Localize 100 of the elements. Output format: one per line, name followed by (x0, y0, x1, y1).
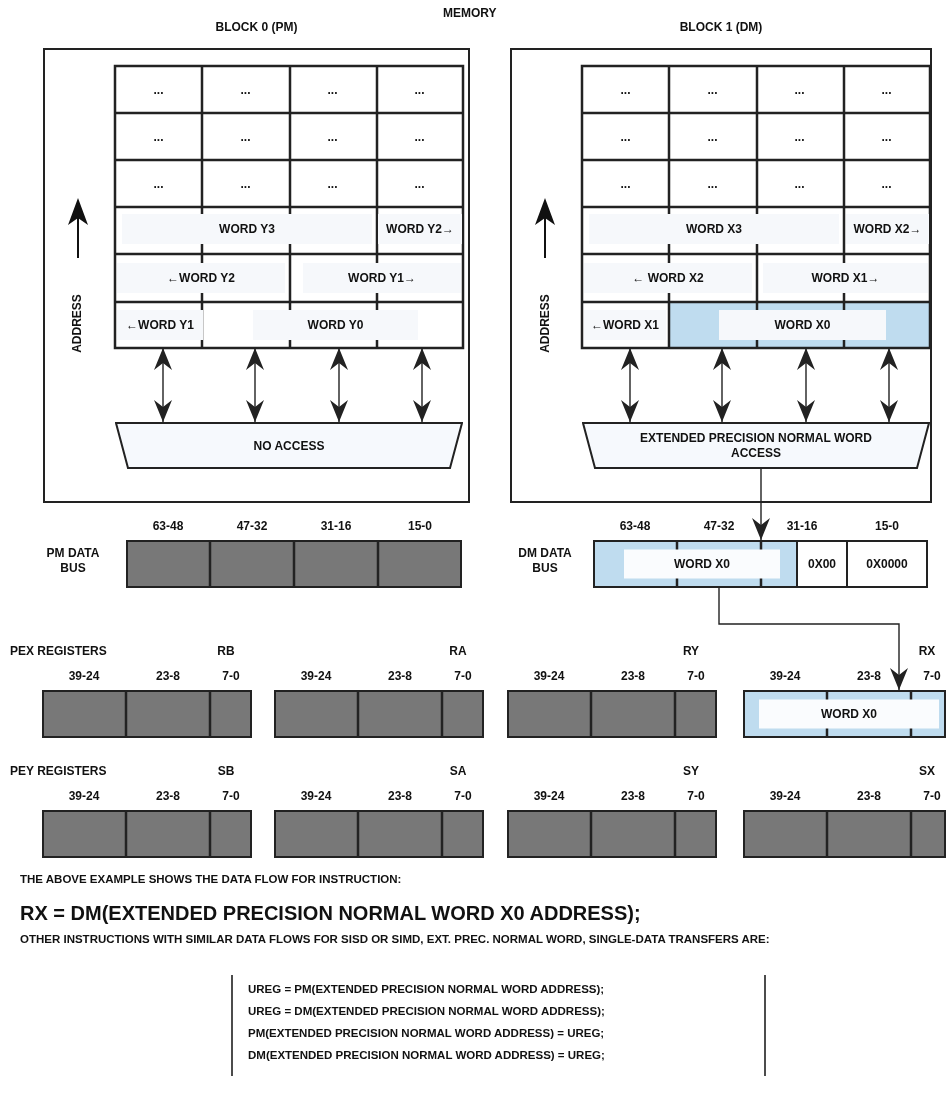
note-text: DM(EXTENDED PRECISION NORMAL WORD ADDRESS) = UREG; (248, 1048, 605, 1063)
register (274, 810, 484, 858)
field-label: 31-16 (319, 519, 353, 534)
field-label: 39-24 (299, 669, 333, 684)
memory-word: WORD Y0 (253, 310, 418, 340)
field-label: 7-0 (453, 669, 473, 684)
field-label: 39-24 (67, 669, 101, 684)
memory-word: WORD Y1→ (303, 263, 461, 293)
double-arrow (621, 347, 639, 423)
double-arrow (330, 347, 348, 423)
placeholder-dots: ... (843, 160, 930, 207)
placeholder-dots: ... (376, 66, 463, 113)
arrow (718, 587, 908, 691)
field-label: PM DATA BUS (45, 546, 101, 576)
field-label: 39-24 (299, 789, 333, 804)
field-label: 63-48 (618, 519, 652, 534)
memory-grid (115, 66, 463, 348)
placeholder-dots: ... (582, 160, 669, 207)
register (274, 690, 484, 738)
placeholder-dots: ... (669, 113, 756, 160)
placeholder-dots: ... (289, 160, 376, 207)
memory-word: WORD X1→ (763, 263, 928, 293)
field-label: DM DATA BUS (517, 546, 573, 576)
register (507, 810, 717, 858)
field-label: 7-0 (686, 669, 706, 684)
double-arrow (797, 347, 815, 423)
register (42, 810, 252, 858)
memory-word: WORD X0 (719, 310, 886, 340)
field-label: PEX REGISTERS (10, 644, 107, 659)
field-label: 23-8 (155, 789, 181, 804)
field-label: 39-24 (768, 789, 802, 804)
data-bus (593, 540, 928, 588)
field-label: 39-24 (532, 789, 566, 804)
field-label: 23-8 (387, 669, 413, 684)
memory-word: ←WORD Y1 (117, 310, 203, 340)
field-label: 23-8 (620, 789, 646, 804)
field-label: SA (448, 764, 468, 779)
register (743, 810, 946, 858)
field-label: 15-0 (874, 519, 900, 534)
field-label: 7-0 (221, 669, 241, 684)
placeholder-dots: ... (582, 113, 669, 160)
diagram-title: MEMORY (443, 6, 497, 21)
memory-block (43, 20, 470, 503)
field-label: 7-0 (922, 669, 942, 684)
field-label: PEY REGISTERS (10, 764, 107, 779)
double-arrow (713, 347, 731, 423)
field-label: 7-0 (221, 789, 241, 804)
placeholder-dots: ... (115, 113, 202, 160)
memory-grid (582, 66, 930, 348)
note-text: UREG = PM(EXTENDED PRECISION NORMAL WORD ADDRESS); (248, 982, 605, 997)
field-label: SY (682, 764, 700, 779)
field-label: RB (216, 644, 236, 659)
double-arrow (154, 347, 172, 423)
bus-field: WORD X0 (593, 540, 798, 588)
field-label: RX (917, 644, 937, 659)
field-label: 7-0 (453, 789, 473, 804)
note-text: PM(EXTENDED PRECISION NORMAL WORD ADDRESS) = UREG; (248, 1026, 605, 1041)
placeholder-dots: ... (202, 160, 289, 207)
memory-block (510, 20, 932, 503)
placeholder-dots: ... (289, 66, 376, 113)
placeholder-dots: ... (669, 66, 756, 113)
field-label: 31-16 (785, 519, 819, 534)
placeholder-dots: ... (115, 66, 202, 113)
bus-field: 0X0000 (846, 540, 928, 588)
note-text: OTHER INSTRUCTIONS WITH SIMILAR DATA FLOWS FOR SISD OR SIMD, EXT. PREC. NORMAL WORD, SINGLE-DATA TRANSFERS ARE: (20, 932, 771, 947)
double-arrow (246, 347, 264, 423)
field-label: SX (918, 764, 936, 779)
data-bus (126, 540, 462, 588)
field-label: 7-0 (922, 789, 942, 804)
placeholder-dots: ... (843, 66, 930, 113)
field-label: SB (216, 764, 236, 779)
placeholder-dots: ... (115, 160, 202, 207)
block-heading: BLOCK 0 (PM) (214, 20, 299, 35)
placeholder-dots: ... (376, 113, 463, 160)
register: WORD X0 (743, 690, 946, 738)
placeholder-dots: ... (756, 113, 843, 160)
memory-word: WORD X2→ (846, 214, 929, 244)
access-multiplexer: NO ACCESS (115, 422, 463, 469)
field-label: 23-8 (387, 789, 413, 804)
axis-label: ADDRESS (69, 293, 85, 355)
placeholder-dots: ... (202, 66, 289, 113)
field-label: 15-0 (407, 519, 433, 534)
register (507, 690, 717, 738)
arrow (752, 468, 770, 541)
field-label: 23-8 (856, 789, 882, 804)
placeholder-dots: ... (756, 160, 843, 207)
block-heading: BLOCK 1 (DM) (678, 20, 764, 35)
memory-word: ←WORD X1 (584, 310, 666, 340)
field-label: 23-8 (856, 669, 882, 684)
placeholder-dots: ... (843, 113, 930, 160)
field-label: 63-48 (151, 519, 185, 534)
field-label: RA (448, 644, 468, 659)
placeholder-dots: ... (669, 160, 756, 207)
placeholder-dots: ... (202, 113, 289, 160)
double-arrow (880, 347, 898, 423)
memory-word: WORD X3 (589, 214, 839, 244)
field-label: 7-0 (686, 789, 706, 804)
field-label: 39-24 (532, 669, 566, 684)
field-label: 47-32 (702, 519, 736, 534)
placeholder-dots: ... (582, 66, 669, 113)
